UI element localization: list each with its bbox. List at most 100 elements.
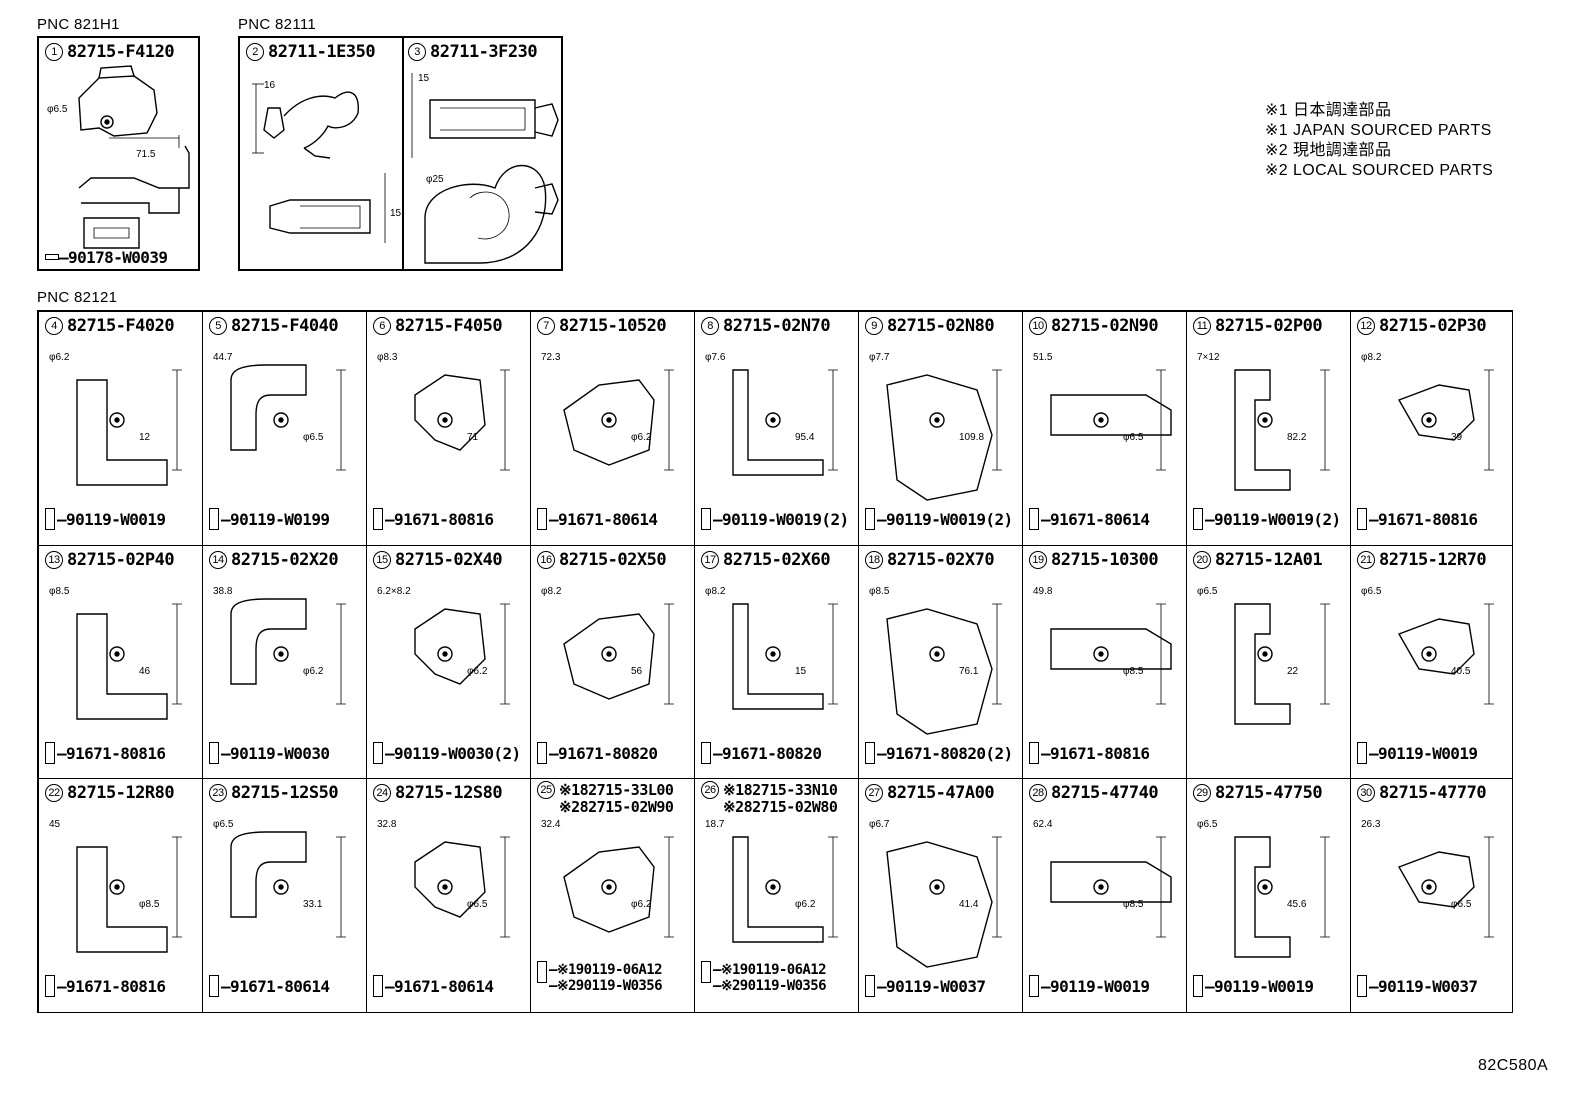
bolt-number: —91671-80816 [57,743,166,763]
callout-number: 22 [45,784,63,803]
bolt-icon [537,961,547,984]
dimension-label: 39 [1451,432,1463,443]
bolt-number: —91671-80614 [221,977,330,997]
bolt-number: —90119-W0019 [1205,977,1314,997]
bracket-drawing [1397,369,1494,471]
bolt-icon [209,741,219,764]
bolt-icon [701,508,711,530]
bolt-number: —91671-80820 [713,743,822,763]
bolt-number: —91671-80820(2) [877,743,1013,763]
dimension-label: φ6.2 [631,899,652,911]
dimension-label: 7×12 [1197,352,1220,363]
callout-number: 20 [1193,550,1211,569]
part-number: 25※182715-33L00※282715-02W90 [537,781,674,816]
bolt-icon [373,508,383,530]
dimension-label: φ25 [426,174,444,185]
dimension-label: 6.2×8.2 [377,585,411,597]
dimension-label: φ6.2 [467,665,488,677]
drawing-reference: 82C580A [1478,1057,1549,1074]
bolt-icon [1193,508,1203,530]
bolt-icon [1357,975,1367,998]
bolt-icon [701,961,711,984]
bolt-icon [701,741,711,764]
dimension-label: φ8.5 [1123,899,1144,911]
bolt-number: —91671-80820 [549,743,658,763]
callout-number: 12 [1357,317,1375,335]
callout-number: 24 [373,784,391,803]
bolt-number: —90119-W0019(2) [1205,510,1341,529]
bolt-icon [865,508,875,530]
bolt-number: —90119-W0037 [877,977,986,997]
callout-number: 15 [373,550,391,569]
callout-number: 27 [865,784,883,803]
bracket-drawing [1397,836,1494,938]
callout-number: 10 [1029,317,1047,335]
dimension-label: φ6.7 [869,819,890,831]
dimension-label: 82.2 [1287,432,1307,443]
bracket-drawing [732,602,838,710]
dimension-label: 15 [418,73,430,84]
bolt-icon [537,508,547,530]
bracket-drawing [230,597,346,704]
bolt-number: —90119-W0037 [1369,977,1478,997]
bracket-drawing [414,836,510,938]
bolt-icon [373,975,383,998]
bracket-drawing [1050,603,1172,704]
dimension-label: 18.7 [705,819,725,831]
bolt-number: —91671-80614 [385,977,494,997]
dimension-label: 15 [795,665,807,677]
dimension-label: φ6.5 [1197,819,1218,831]
callout-number: 19 [1029,550,1047,569]
dimension-label: φ6.5 [213,819,234,831]
dimension-label: φ6.5 [47,104,68,115]
part-number: 26※182715-33N10※282715-02W80 [701,781,838,816]
bolt-number: —91671-80816 [385,510,494,529]
bolt-number: —90178-W0039 [59,248,168,267]
bracket-drawing [563,603,674,704]
dimension-label: 12 [139,432,151,443]
bolt-number: —90119-W0019 [1041,977,1150,997]
dimension-label: φ6.2 [631,432,652,443]
bracket-drawing [76,836,182,953]
dimension-label: 33.1 [303,899,323,911]
note-line: ※1 日本調達部品 [1265,102,1392,119]
bolt-icon [1193,975,1203,998]
dimension-label: 15 [390,208,402,219]
dimension-label: φ6.5 [1361,585,1382,597]
bracket-drawing [414,603,510,704]
bolt-number: —91671-80614 [549,510,658,529]
bracket-drawing [1050,836,1172,938]
dimension-label: φ7.7 [869,352,890,363]
dimension-label: 72.3 [541,352,561,363]
bolt-number: —90119-W0199 [221,510,330,529]
bolt-icon [1029,975,1039,998]
dimension-label: φ6.5 [1451,899,1472,911]
bolt-icon [373,741,383,764]
dimension-label: 32.8 [377,819,397,831]
dimension-label: φ8.5 [139,899,160,911]
dimension-label: 16 [264,80,276,91]
callout-number: 18 [865,550,883,569]
